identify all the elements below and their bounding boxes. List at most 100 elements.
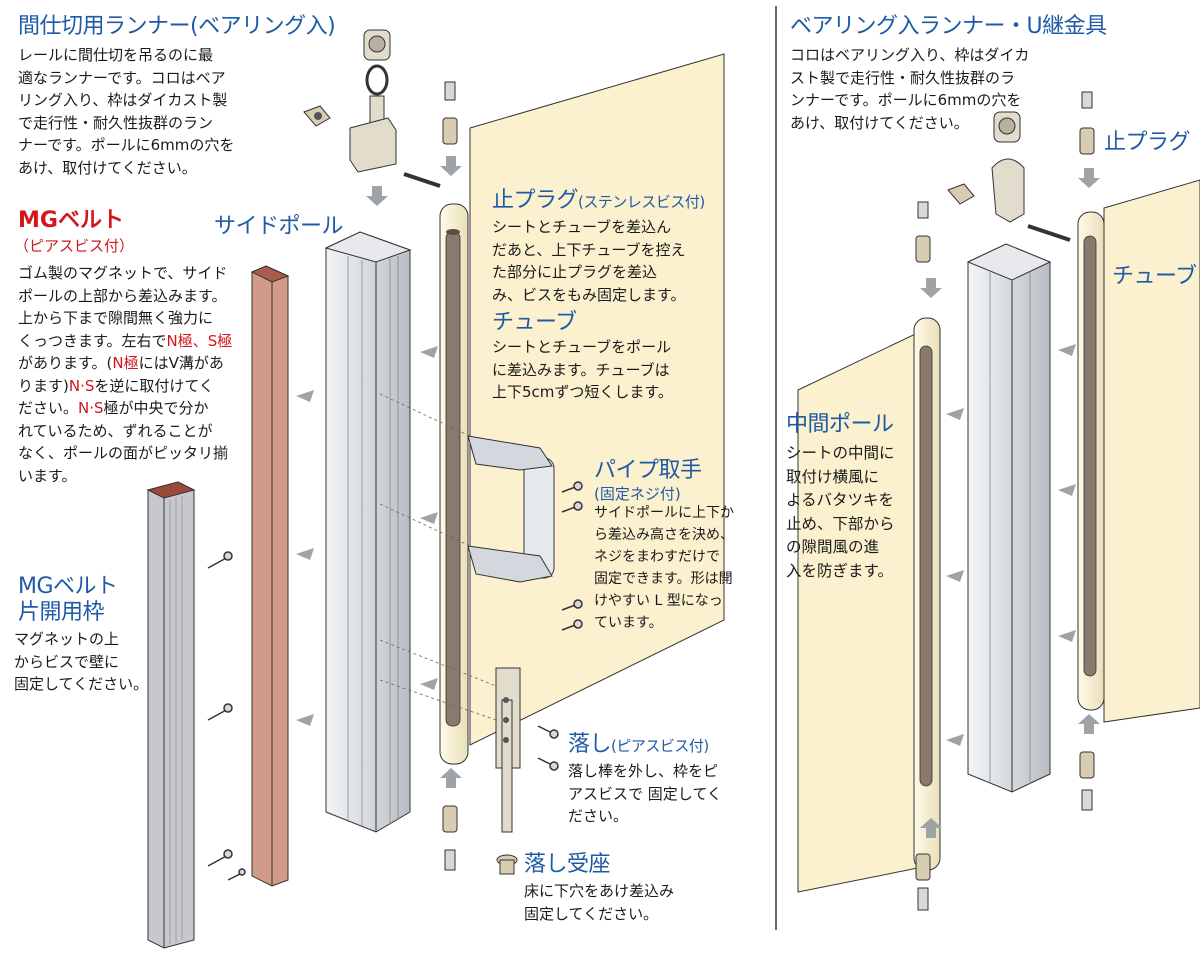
desc-line: ポールの上部から差込みます。 bbox=[18, 286, 227, 305]
title-text: 止プラグ bbox=[492, 188, 579, 213]
title-text: 落し bbox=[568, 732, 612, 757]
bearing-runner-title: ベアリング入ランナー・U継金具 bbox=[790, 14, 1107, 39]
desc-line: ゴム製のマグネットで、サイド bbox=[18, 264, 228, 282]
desc-line: に差込みます。チューブは bbox=[492, 360, 670, 379]
middle-pole-description: シートの中間に 取付け横風に よるバタツキを 止め、下部から の隙間風の進 入を… bbox=[786, 442, 895, 583]
desc-line: よるバタツキを bbox=[786, 491, 895, 509]
s-pole-label: S極 bbox=[207, 331, 233, 350]
partition-runner-title: 間仕切用ランナー(ベアリング入) bbox=[18, 14, 336, 39]
sheet-right-back bbox=[1103, 179, 1200, 723]
mg-frame-title-2: 片開用枠 bbox=[18, 600, 105, 625]
desc-line: なく、ポールの面がピッタリ揃 bbox=[18, 444, 229, 462]
stop-plug-right-title: 止プラグ bbox=[1104, 130, 1191, 155]
desc-line: 落し棒を外し、枠をピ bbox=[568, 762, 719, 780]
desc-line: があります。(N極にはV溝があ bbox=[18, 352, 232, 375]
desc-line: アスビスで 固定してく bbox=[568, 784, 722, 803]
desc-line: リング入り、枠はダイカスト製 bbox=[18, 91, 228, 109]
stop-plug-left bbox=[442, 81, 458, 871]
runner-left bbox=[303, 29, 441, 188]
n-pole-label: N極 bbox=[166, 331, 193, 350]
middle-pole bbox=[966, 243, 1052, 793]
title-note: (ステンレスビス付) bbox=[578, 193, 705, 211]
desc-line: 固定してください。 bbox=[14, 675, 149, 693]
latch-seat-title: 落し受座 bbox=[524, 852, 611, 877]
desc-line: の隙間風の進 bbox=[786, 538, 880, 556]
mg-belt-subtitle: （ピアスビス付） bbox=[14, 237, 135, 255]
desc-line: 上から下まで隙間無く強力に bbox=[18, 309, 214, 327]
desc-line: 止め、下部から bbox=[786, 514, 895, 533]
desc-line: スト製で走行性・耐久性抜群のラ bbox=[790, 68, 1016, 87]
desc-line: あけ、取付けてください。 bbox=[790, 113, 969, 132]
mg-belt-description: ゴム製のマグネットで、サイド ポールの上部から差込みます。 上から下まで隙間無く… bbox=[18, 262, 232, 487]
desc-line: 適なランナーです。コロはベア bbox=[18, 68, 226, 87]
desc-line: 上下5cmずつ短くします。 bbox=[492, 383, 673, 401]
side-pole bbox=[324, 231, 412, 833]
desc-line: 入を防ぎます。 bbox=[786, 561, 893, 580]
frame-screws bbox=[207, 551, 246, 881]
desc-line: からビスで壁に bbox=[14, 652, 120, 671]
partition-runner-description: レールに間仕切を吊るのに最 適なランナーです。コロはベア リング入り、枠はダイカ… bbox=[18, 44, 234, 179]
latch-screws bbox=[537, 725, 559, 771]
latch-description: 落し棒を外し、枠をピ アスビスで 固定してく ださい。 bbox=[568, 760, 722, 828]
tube-left bbox=[439, 203, 469, 765]
text-run: を逆に取付けてく bbox=[94, 376, 214, 395]
tube-title: チューブ bbox=[492, 310, 577, 335]
desc-line: れているため、ずれることが bbox=[18, 421, 213, 440]
text-run: にはV溝があ bbox=[138, 354, 224, 372]
desc-line: 固定できます。形は開 bbox=[594, 571, 733, 587]
desc-line: コロはベアリング入り、枠はダイカ bbox=[790, 46, 1030, 64]
desc-line: サイドポールに上下か bbox=[594, 505, 734, 521]
text-run: くっつきます。左右で bbox=[18, 331, 167, 350]
desc-line: 床に下穴をあけ差込み bbox=[524, 882, 675, 900]
tube-right-front bbox=[913, 317, 941, 871]
desc-line: み、ビスをもみ固定します。 bbox=[492, 285, 686, 304]
latch-bracket bbox=[495, 667, 521, 833]
text-run: ださい。 bbox=[18, 399, 79, 417]
n-pole-label: N極 bbox=[112, 354, 139, 372]
desc-line: ンナーです。ポールに6mmの穴を bbox=[790, 91, 1022, 109]
desc-line: ります)N·Sを逆に取付けてく bbox=[18, 375, 232, 398]
desc-line: シートの中間に bbox=[786, 444, 895, 462]
mg-belt-bar bbox=[250, 265, 290, 887]
desc-line: レールに間仕切を吊るのに最 bbox=[18, 46, 214, 64]
latch-seat-description: 床に下穴をあけ差込み 固定してください。 bbox=[524, 880, 674, 925]
desc-line: くっつきます。左右でN極、S極 bbox=[18, 330, 232, 353]
stop-plug-right bbox=[915, 91, 1095, 911]
middle-pole-title: 中間ポール bbox=[786, 412, 894, 437]
desc-line: た部分に止プラグを差込 bbox=[492, 263, 658, 281]
side-pole-title: サイドポール bbox=[214, 214, 344, 239]
stop-plug-title: 止プラグ(ステンレスビス付) bbox=[492, 188, 705, 215]
desc-line: あけ、取付けてください。 bbox=[18, 158, 197, 177]
desc-line: ナーです。ポールに6mmの穴を bbox=[18, 136, 235, 154]
pipe-handle-subtitle: (固定ネジ付) bbox=[594, 485, 681, 503]
assembly-arrows bbox=[296, 156, 1100, 838]
desc-line: ネジをまわすだけで bbox=[594, 549, 720, 565]
pipe-handle-title: パイプ取手 bbox=[594, 458, 702, 483]
desc-line: シートとチューブをポール bbox=[492, 338, 672, 356]
guide-lines bbox=[379, 393, 497, 721]
ns-label: N·S bbox=[68, 376, 95, 395]
desc-line: だあと、上下チューブを控え bbox=[492, 240, 686, 259]
pipe-handle bbox=[467, 435, 555, 583]
mg-belt-title: MGベルト bbox=[18, 208, 124, 233]
text-run: ります) bbox=[18, 376, 69, 395]
runner-right bbox=[947, 111, 1071, 242]
text-run: 極が中央で分か bbox=[103, 399, 209, 417]
latch-seat-part bbox=[496, 854, 518, 875]
desc-line: 取付け横風に bbox=[786, 467, 880, 486]
mg-frame-bar bbox=[146, 481, 196, 949]
desc-line: シートとチューブを差込ん bbox=[492, 218, 672, 236]
handle-screws bbox=[561, 481, 583, 631]
mg-frame-title-1: MGベルト bbox=[18, 574, 118, 599]
desc-line: で走行性・耐久性抜群のラン bbox=[18, 113, 214, 132]
ns-label: N·S bbox=[78, 399, 104, 417]
bearing-runner-description: コロはベアリング入り、枠はダイカ スト製で走行性・耐久性抜群のラ ンナーです。ポ… bbox=[790, 44, 1029, 134]
desc-line: けやすい L 型になっ bbox=[594, 593, 723, 609]
text-run: があります。( bbox=[18, 354, 113, 372]
pipe-handle-description: サイドポールに上下か ら差込み高さを決め、 ネジをまわすだけで 固定できます。形… bbox=[594, 502, 734, 634]
desc-line: ています。 bbox=[594, 615, 663, 631]
desc-line: 固定してください。 bbox=[524, 904, 659, 923]
comma: 、 bbox=[192, 331, 208, 350]
desc-line: マグネットの上 bbox=[14, 630, 120, 648]
